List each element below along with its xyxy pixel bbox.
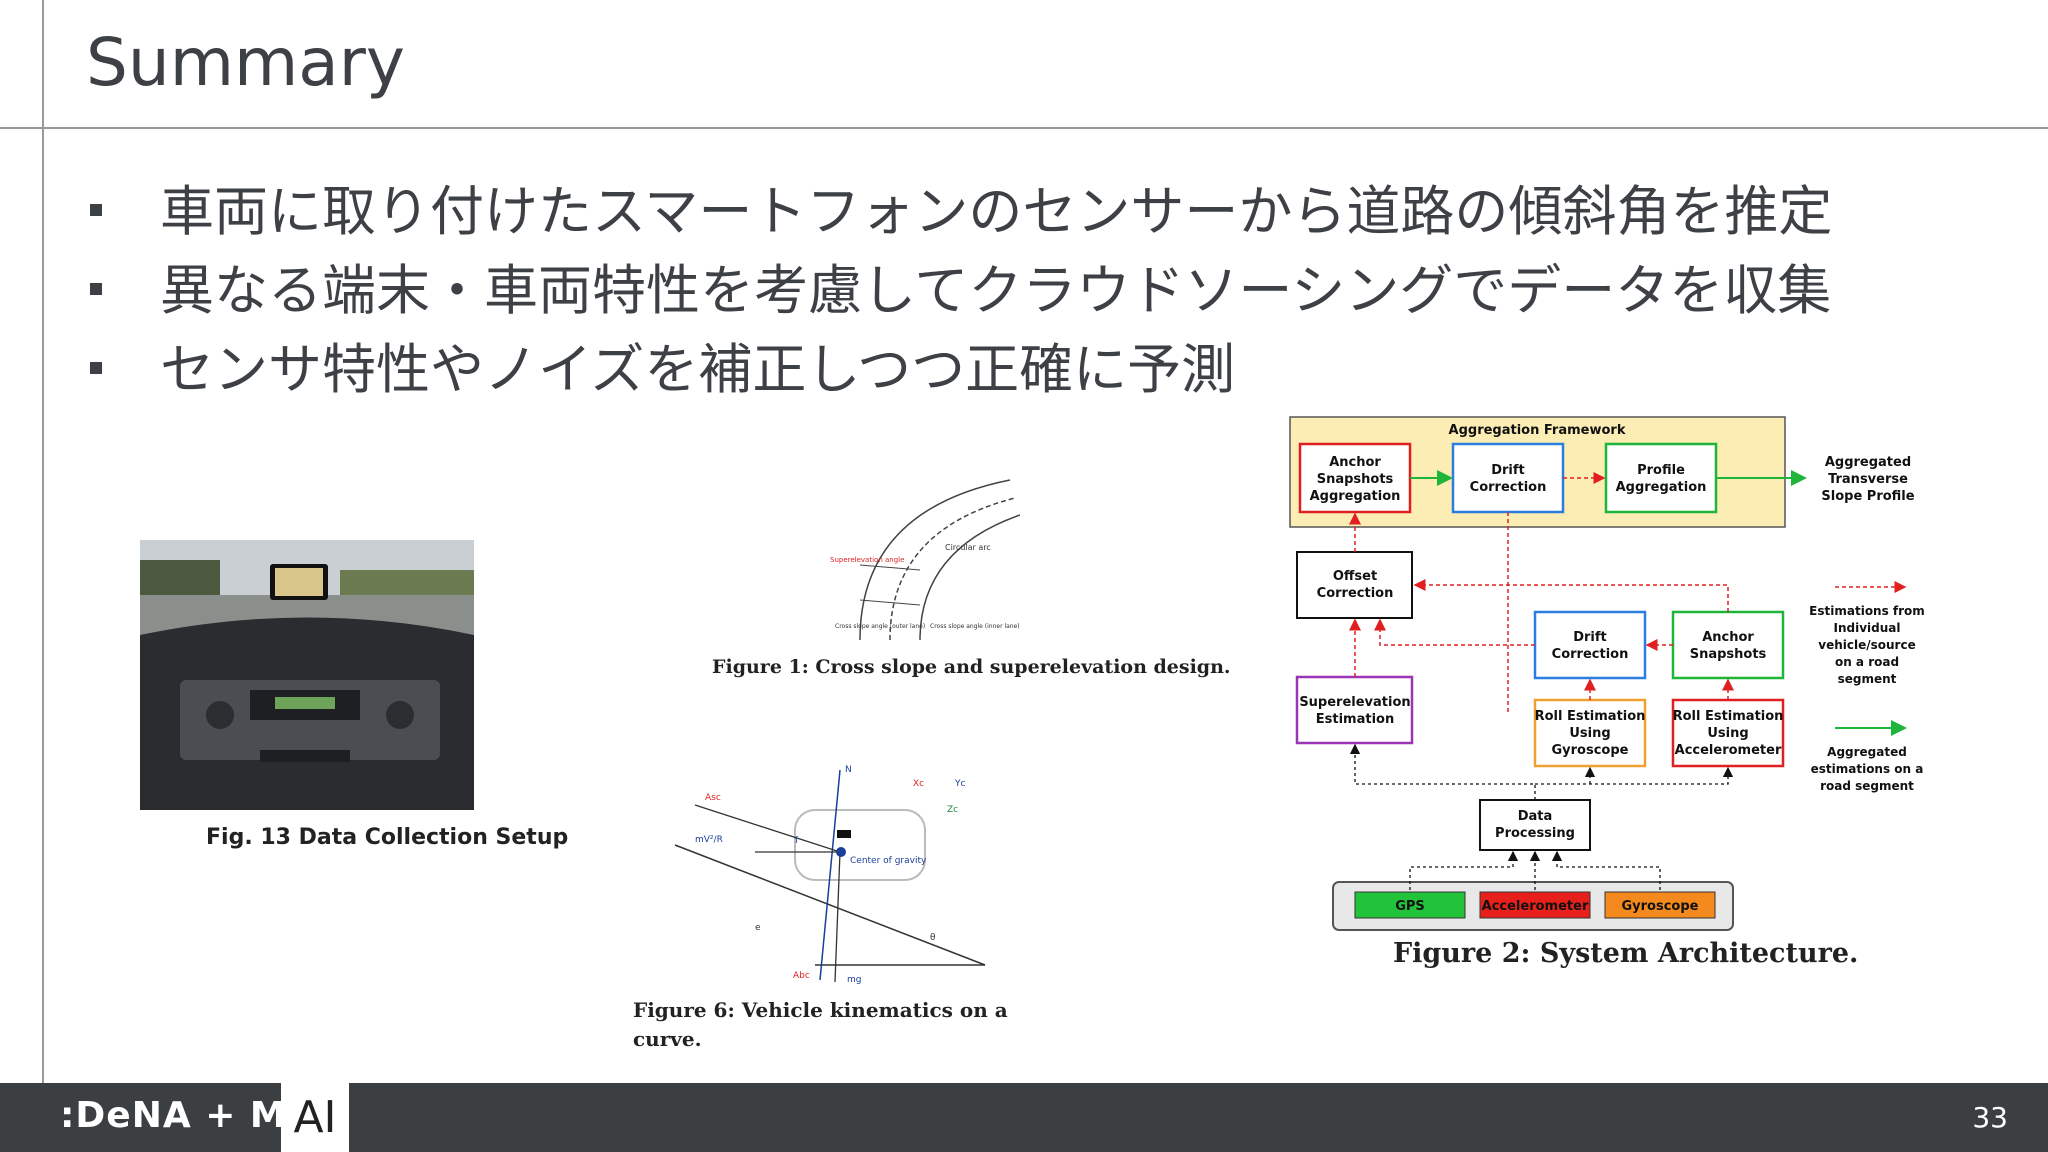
anchor-snapshots-box (1671, 610, 1785, 680)
asc-label: Asc (705, 793, 721, 803)
gyroscope-sensor-box (1604, 891, 1716, 919)
superelevation-angle-label: Superelevation angle (830, 556, 904, 564)
offset-correction-box (1296, 551, 1413, 619)
abc-label: Abc (793, 971, 810, 981)
circular-arc-label: Circular arc (945, 543, 991, 552)
mv2r-label: mV²/R (695, 835, 723, 845)
data-collection-photo (140, 540, 474, 810)
fig2-caption: Figure 2: System Architecture. (1393, 938, 1859, 969)
footer-bar: :DeNA + MoT AI 33 (0, 1083, 2048, 1152)
slide-title: Summary (86, 24, 405, 101)
roll-gyroscope-box (1533, 698, 1647, 768)
bullet-item: 車両に取り付けたスマートフォンのセンサーから道路の傾斜角を推定 (88, 172, 1832, 251)
ai-badge: AI (281, 1083, 349, 1152)
n-label: N (845, 765, 852, 775)
cross-slope-outer-label: Cross slope angle (outer lane) (835, 623, 925, 630)
data-processing-box (1479, 799, 1591, 851)
bullet-item: センサ特性やノイズを補正しつつ正確に予測 (88, 330, 1832, 409)
f-label: f (795, 836, 799, 846)
accelerometer-sensor-box (1479, 891, 1591, 919)
fig1-caption: Figure 1: Cross slope and superelevation… (712, 656, 1231, 678)
framework-title: Aggregation Framework (1449, 423, 1626, 438)
bullet-square-icon (90, 362, 102, 374)
cog-label: Center of gravity (850, 856, 927, 866)
mg-label: mg (847, 975, 861, 985)
drift-correction-top-box (1451, 442, 1565, 514)
drift-correction-mid-box (1533, 610, 1647, 680)
svg-text:Accelerometer: Accelerometer (1482, 899, 1589, 914)
figure6-diagram: N Xc Yc Zc Asc mV²/R f Center of gravity… (674, 765, 986, 985)
figure1-diagram: Circular arc Superelevation angle Cross … (830, 479, 1020, 641)
bullet-square-icon (90, 204, 102, 216)
svg-text:GPS: GPS (1395, 899, 1425, 914)
fig13-caption: Fig. 13 Data Collection Setup (206, 825, 569, 850)
superelevation-box (1295, 675, 1414, 745)
page-number: 33 (1972, 1101, 2008, 1134)
bullet-list: 車両に取り付けたスマートフォンのセンサーから道路の傾斜角を推定 異なる端末・車両… (88, 172, 1832, 409)
cross-slope-inner-label: Cross slope angle (inner lane) (930, 623, 1020, 630)
left-divider (42, 0, 44, 1083)
profile-aggregation-box (1604, 442, 1718, 514)
bullet-item: 異なる端末・車両特性を考慮してクラウドソーシングでデータを収集 (88, 251, 1832, 330)
xc-label: Xc (913, 779, 924, 789)
fig6-caption: Figure 6: Vehicle kinematics on a curve. (633, 998, 1008, 1051)
yc-label: Yc (954, 779, 965, 789)
zc-label: Zc (947, 805, 958, 815)
title-divider (0, 127, 2048, 129)
gps-sensor-box (1354, 891, 1466, 919)
e-label: e (755, 923, 761, 933)
svg-text:Gyroscope: Gyroscope (1622, 899, 1699, 914)
theta-label: θ (930, 933, 936, 943)
bullet-square-icon (90, 283, 102, 295)
